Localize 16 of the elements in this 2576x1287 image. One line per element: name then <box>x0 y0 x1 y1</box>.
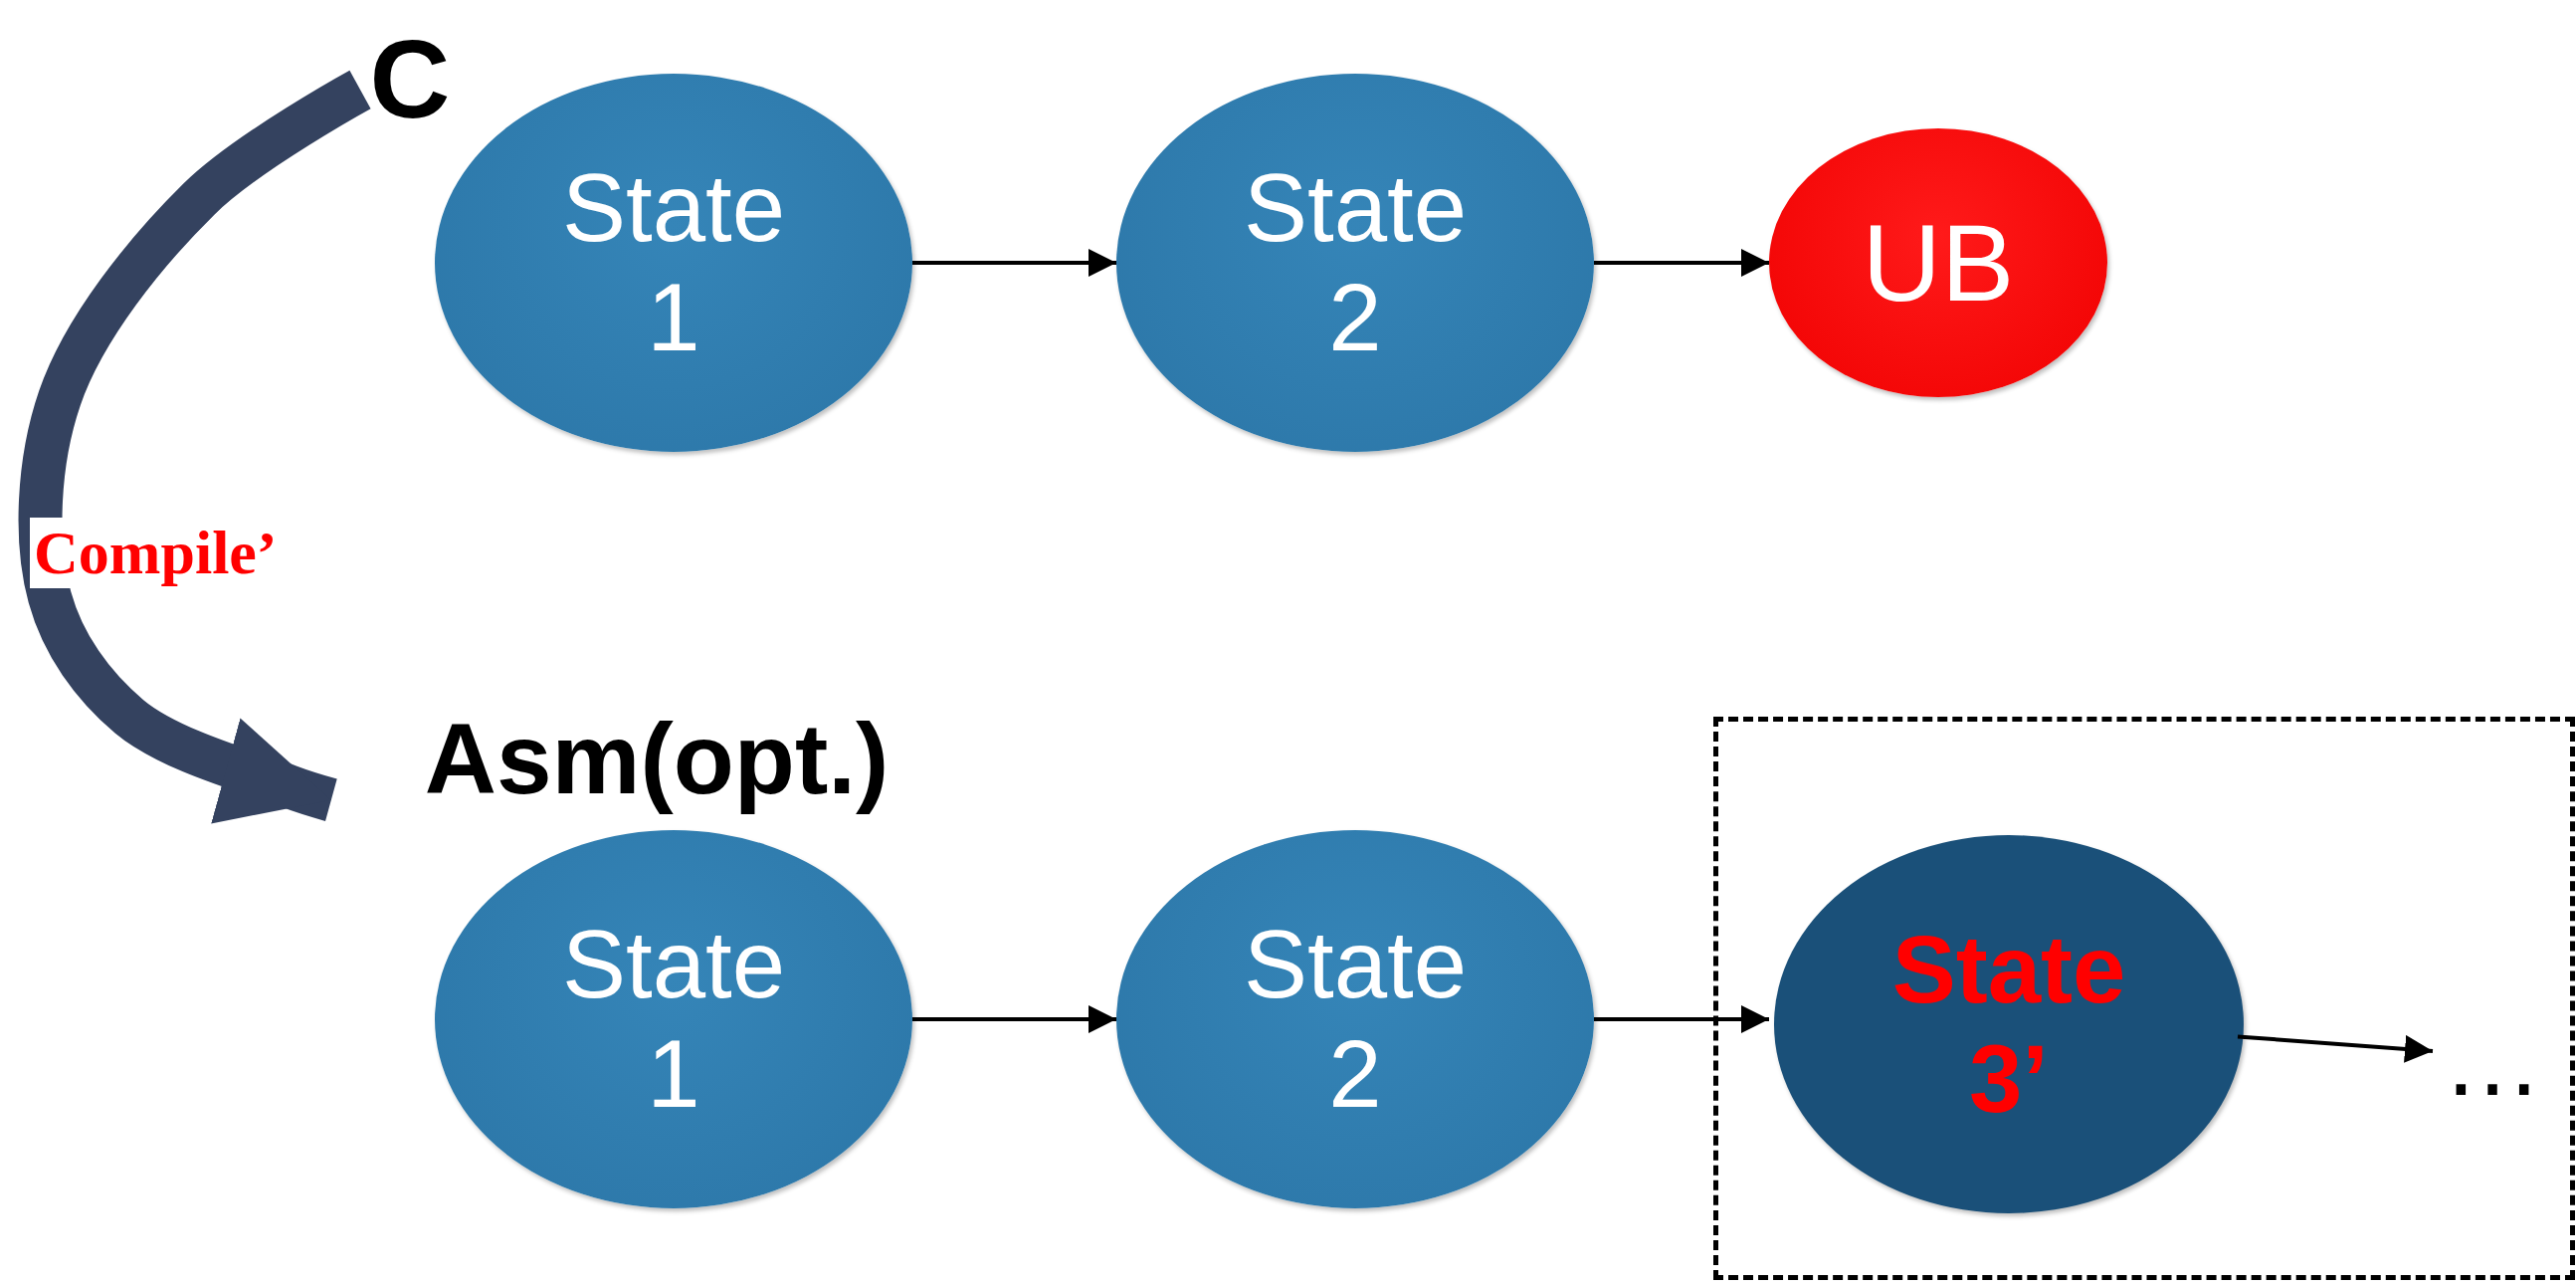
arrow <box>1594 249 1769 277</box>
node-label: C <box>369 15 451 143</box>
state-label: State 1 <box>560 909 787 1129</box>
state-label: State 2 <box>1242 152 1469 372</box>
arrow <box>912 249 1116 277</box>
state-label: UB <box>1862 199 2015 325</box>
state-label: State 1 <box>560 152 787 372</box>
state-label: State 3’ <box>1890 914 2127 1134</box>
node-label: Asm(opt.) <box>424 701 890 816</box>
arrow <box>912 1005 1116 1033</box>
arrow <box>2237 1034 2434 1063</box>
curved-arrow <box>18 70 371 824</box>
dashed-region <box>1713 717 2575 1280</box>
arrow <box>1594 1005 1769 1033</box>
node-label: … <box>2443 1002 2542 1118</box>
state-label: State 2 <box>1242 909 1469 1129</box>
